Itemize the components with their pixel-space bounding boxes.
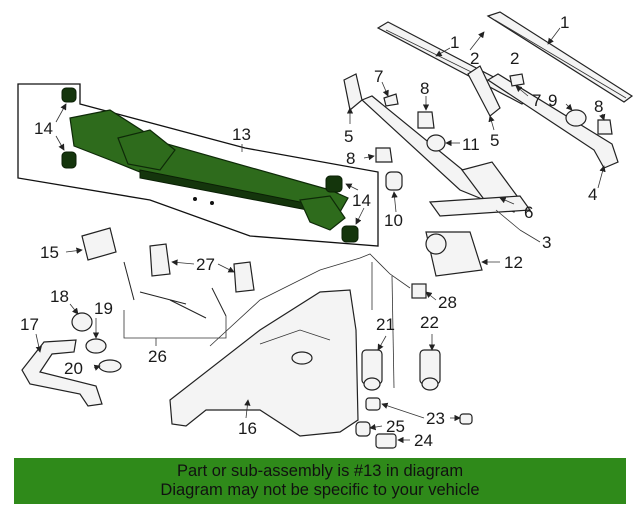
- wiper-arm-4[interactable]: [486, 73, 619, 169]
- callout-14-right: 14: [352, 191, 371, 210]
- pivot-bracket-3[interactable]: [428, 195, 532, 217]
- leader-lines: [35, 27, 606, 444]
- parts-diagram: 1 1 2 2 3 4 5 5 6 7 7 8 8 8 9 10 11 12 1…: [17, 11, 634, 450]
- callout-13: 13: [232, 125, 251, 144]
- callout-24: 24: [414, 431, 433, 450]
- bracket-15[interactable]: [81, 227, 117, 261]
- callout-10: 10: [384, 211, 403, 230]
- callout-7-left: 7: [374, 67, 383, 86]
- callout-8-right: 8: [594, 97, 603, 116]
- cap-20[interactable]: [98, 359, 122, 373]
- washer-pump-21[interactable]: [361, 349, 383, 391]
- cap-11[interactable]: [426, 134, 446, 152]
- callout-19: 19: [94, 299, 113, 318]
- callout-20: 20: [64, 359, 83, 378]
- callout-25: 25: [386, 417, 405, 436]
- callout-labels: 1 1 2 2 3 4 5 5 6 7 7 8 8 8 9 10 11 12 1…: [20, 13, 603, 450]
- callout-18: 18: [50, 287, 69, 306]
- nut-8b[interactable]: [375, 147, 393, 163]
- callout-23: 23: [426, 409, 445, 428]
- clip-19[interactable]: [85, 338, 107, 354]
- grommet-23[interactable]: [365, 397, 473, 425]
- callout-15: 15: [40, 243, 59, 262]
- callout-6: 6: [524, 203, 533, 222]
- callout-2-left: 2: [470, 49, 479, 68]
- wiper-motor-12[interactable]: [425, 231, 483, 277]
- washer-reservoir-16[interactable]: [169, 289, 359, 437]
- callout-2-right: 2: [510, 49, 519, 68]
- nut-8c[interactable]: [597, 119, 613, 135]
- callout-8-top: 8: [420, 79, 429, 98]
- callout-8-mid: 8: [346, 149, 355, 168]
- grommet-10[interactable]: [385, 171, 403, 191]
- callout-3: 3: [542, 233, 551, 252]
- callout-28: 28: [438, 293, 457, 312]
- callout-12: 12: [504, 253, 523, 272]
- callout-21: 21: [376, 315, 395, 334]
- cap-5-left[interactable]: [343, 73, 363, 112]
- callout-5-left: 5: [344, 127, 353, 146]
- banner-line-1: Part or sub-assembly is #13 in diagram: [176, 462, 464, 480]
- hoses-26[interactable]: [123, 261, 227, 339]
- grommet-25[interactable]: [355, 421, 371, 437]
- callout-14-left: 14: [34, 119, 53, 138]
- callout-1-left: 1: [450, 33, 459, 52]
- nut-8[interactable]: [417, 111, 435, 129]
- callout-9: 9: [548, 91, 557, 110]
- washer-pump-22[interactable]: [419, 349, 441, 391]
- nozzle-27b[interactable]: [233, 261, 255, 293]
- info-banner: Part or sub-assembly is #13 in diagram D…: [14, 458, 626, 504]
- callout-1-right: 1: [560, 13, 569, 32]
- nozzle-27a[interactable]: [149, 243, 171, 277]
- callout-17: 17: [20, 315, 39, 334]
- callout-16: 16: [238, 419, 257, 438]
- banner-line-2: Diagram may not be specific to your vehi…: [160, 481, 480, 499]
- clip-7b[interactable]: [509, 73, 525, 87]
- cap-9[interactable]: [565, 109, 587, 127]
- callout-27: 27: [196, 255, 215, 274]
- linkage-assembly-13[interactable]: [17, 83, 379, 247]
- clip-7a[interactable]: [383, 93, 399, 107]
- callout-11: 11: [462, 135, 480, 154]
- harness-28[interactable]: [209, 253, 427, 389]
- callout-7-right: 7: [532, 91, 541, 110]
- callout-4: 4: [588, 185, 597, 204]
- callout-5-right: 5: [490, 131, 499, 150]
- callout-26: 26: [148, 347, 167, 366]
- cap-5-right[interactable]: [467, 65, 501, 117]
- wiper-blade-1[interactable]: [486, 11, 634, 103]
- filler-neck-17[interactable]: [21, 339, 103, 407]
- sensor-24[interactable]: [375, 433, 397, 449]
- plug-18[interactable]: [71, 312, 93, 332]
- callout-22: 22: [420, 313, 439, 332]
